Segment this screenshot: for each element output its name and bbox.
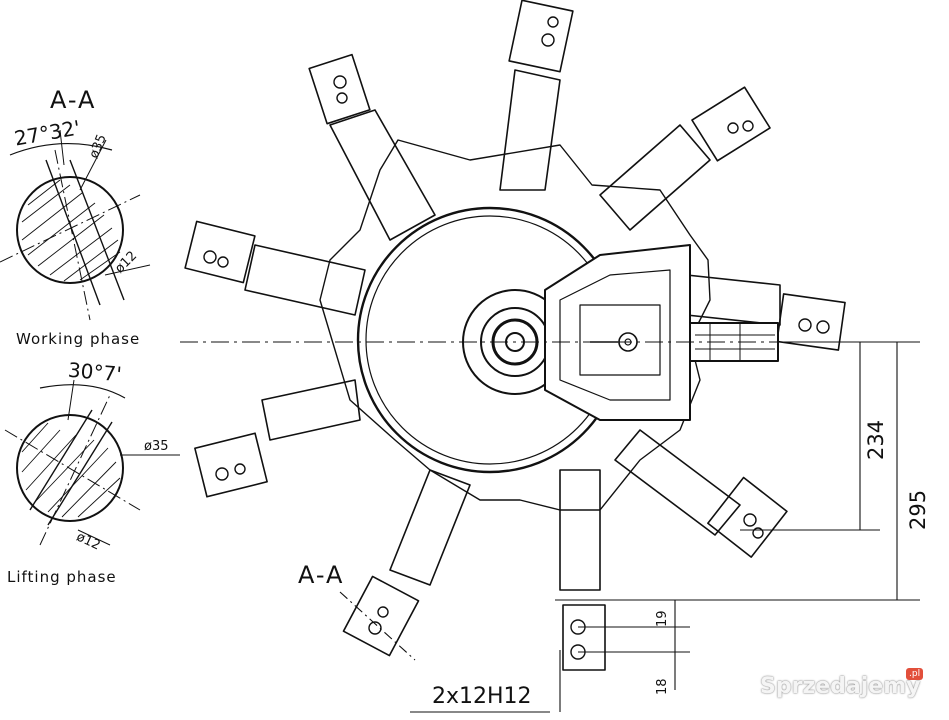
- working-phase-section-view: [0, 129, 151, 321]
- tine-bottom-tip: [562, 604, 606, 671]
- section-title-top: A-A: [50, 86, 97, 114]
- tine-upper-left: [329, 109, 436, 241]
- tine-right-upper-tip: [776, 293, 846, 351]
- tine-lower-right: [614, 429, 741, 536]
- tine-bottom-left-tip: [342, 575, 420, 657]
- watermark-text: Sprzedajemy: [760, 674, 921, 699]
- tine-lower-left-tip: [194, 432, 268, 498]
- section-title-main: A-A: [298, 561, 345, 589]
- pto-shaft: [689, 322, 779, 362]
- lifting-outer-diameter: ø35: [144, 439, 169, 454]
- tine-lower-right-tip: [707, 476, 788, 558]
- tine-lower-left: [261, 379, 361, 441]
- dimension-18: 18: [655, 678, 670, 695]
- tine-top: [499, 69, 561, 191]
- dimension-295: 295: [906, 489, 930, 530]
- watermark-tld-badge: .pl: [906, 668, 924, 680]
- working-section-circle: [16, 176, 124, 284]
- working-phase-label: Working phase: [16, 330, 141, 348]
- tine-upper-left-tip: [308, 53, 371, 125]
- lifting-phase-section-view: [4, 379, 180, 546]
- dimension-lines: [339, 341, 920, 713]
- lifting-angle-label: 30°7': [67, 357, 123, 387]
- tine-left-tip: [184, 220, 256, 284]
- lifting-phase-label: Lifting phase: [7, 568, 117, 586]
- dimension-19: 19: [655, 610, 670, 627]
- dimension-234: 234: [864, 419, 888, 460]
- tine-bottom-left: [389, 469, 471, 586]
- tine-bottom: [559, 469, 601, 591]
- tine-left: [244, 244, 366, 316]
- working-hatch: [21, 179, 121, 282]
- tine-upper-right: [599, 124, 711, 231]
- rotor-assembly: [184, 0, 846, 671]
- tine-holes: [203, 16, 830, 660]
- tine-upper-right-tip: [691, 86, 771, 162]
- hole-spec-label: 2x12H12: [432, 684, 532, 709]
- tine-top-tip: [508, 0, 574, 73]
- lifting-hatch: [21, 422, 121, 518]
- lifting-section-circle: [16, 414, 124, 522]
